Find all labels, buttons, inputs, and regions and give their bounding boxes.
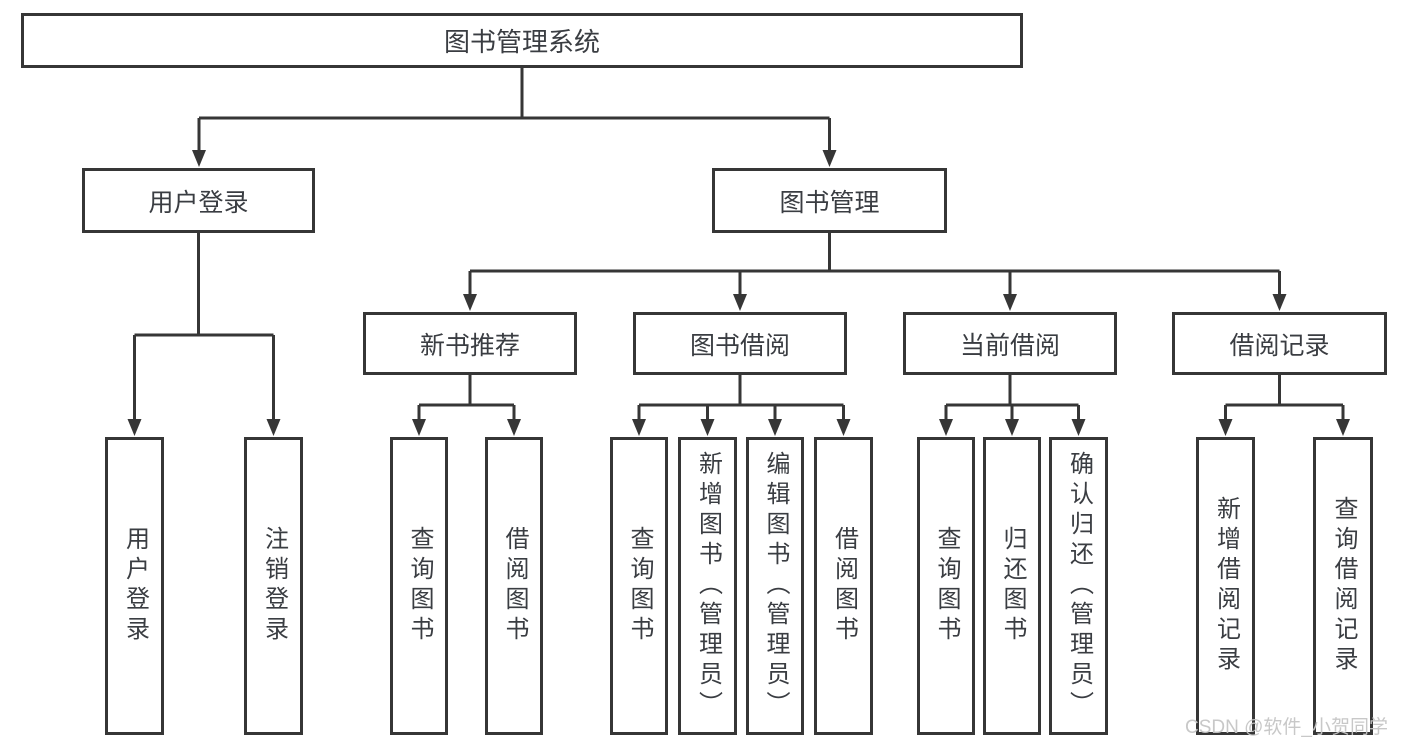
node-label: 图书管理 (779, 188, 880, 217)
node-leaf-borrow-books-1: 借阅图书 (485, 437, 543, 735)
node-leaf-borrow-books-2: 借阅图书 (814, 437, 873, 735)
node-label: 查询图书 (626, 526, 653, 646)
node-book-borrow: 图书借阅 (633, 312, 847, 375)
node-leaf-return-books: 归还图书 (983, 437, 1041, 735)
node-borrow-record: 借阅记录 (1172, 312, 1387, 375)
connector-book-borrow (637, 375, 845, 420)
node-user-login: 用户登录 (82, 168, 315, 233)
node-label: 用户登录 (148, 188, 249, 217)
node-label: 图书借阅 (689, 331, 790, 360)
node-leaf-add-borrow-record: 新增借阅记录 (1196, 437, 1255, 735)
node-book-management: 图书管理 (712, 168, 947, 233)
connector-new-book-recommend (417, 375, 516, 420)
node-label: 借阅图书 (501, 526, 528, 646)
node-label: 借阅记录 (1229, 331, 1330, 360)
node-label: 注销登录 (260, 526, 288, 646)
node-label: 用户登录 (121, 526, 149, 646)
connector-borrow-record (1224, 375, 1345, 420)
node-leaf-edit-books-admin: 编辑图书（管理员） (746, 437, 804, 735)
csdn-watermark: CSDN @软件_小贺同学 (1185, 717, 1388, 738)
node-label: 查询借阅记录 (1330, 496, 1357, 676)
connector-root-trunk (197, 68, 831, 151)
node-new-book-recommend: 新书推荐 (363, 312, 577, 375)
node-system-root: 图书管理系统 (21, 13, 1023, 68)
node-label: 新书推荐 (419, 331, 520, 360)
node-leaf-add-books-admin: 新增图书（管理员） (678, 437, 737, 735)
connector-current-borrow (944, 375, 1080, 420)
node-leaf-query-books-3: 查询图书 (917, 437, 975, 735)
connector-book-management (468, 233, 1281, 296)
node-label: 图书管理系统 (443, 27, 600, 57)
node-label: 新增借阅记录 (1212, 496, 1240, 676)
node-label: 查询图书 (933, 526, 960, 646)
node-label: 借阅图书 (830, 526, 858, 646)
node-leaf-user-login: 用户登录 (105, 437, 164, 735)
node-leaf-query-borrow-record: 查询借阅记录 (1313, 437, 1373, 735)
node-label: 编辑图书（管理员） (762, 451, 789, 721)
node-leaf-logout: 注销登录 (244, 437, 303, 735)
node-label: 确认归还（管理员） (1065, 451, 1093, 721)
node-current-borrow: 当前借阅 (903, 312, 1117, 375)
node-leaf-query-books-2: 查询图书 (610, 437, 668, 735)
node-label: 查询图书 (406, 526, 433, 646)
node-leaf-confirm-return-admin: 确认归还（管理员） (1049, 437, 1108, 735)
node-label: 新增图书（管理员） (694, 451, 722, 721)
node-leaf-query-books-1: 查询图书 (390, 437, 448, 735)
node-label: 归还图书 (999, 526, 1026, 646)
connector-user-login (133, 233, 275, 420)
node-label: 当前借阅 (959, 331, 1060, 360)
